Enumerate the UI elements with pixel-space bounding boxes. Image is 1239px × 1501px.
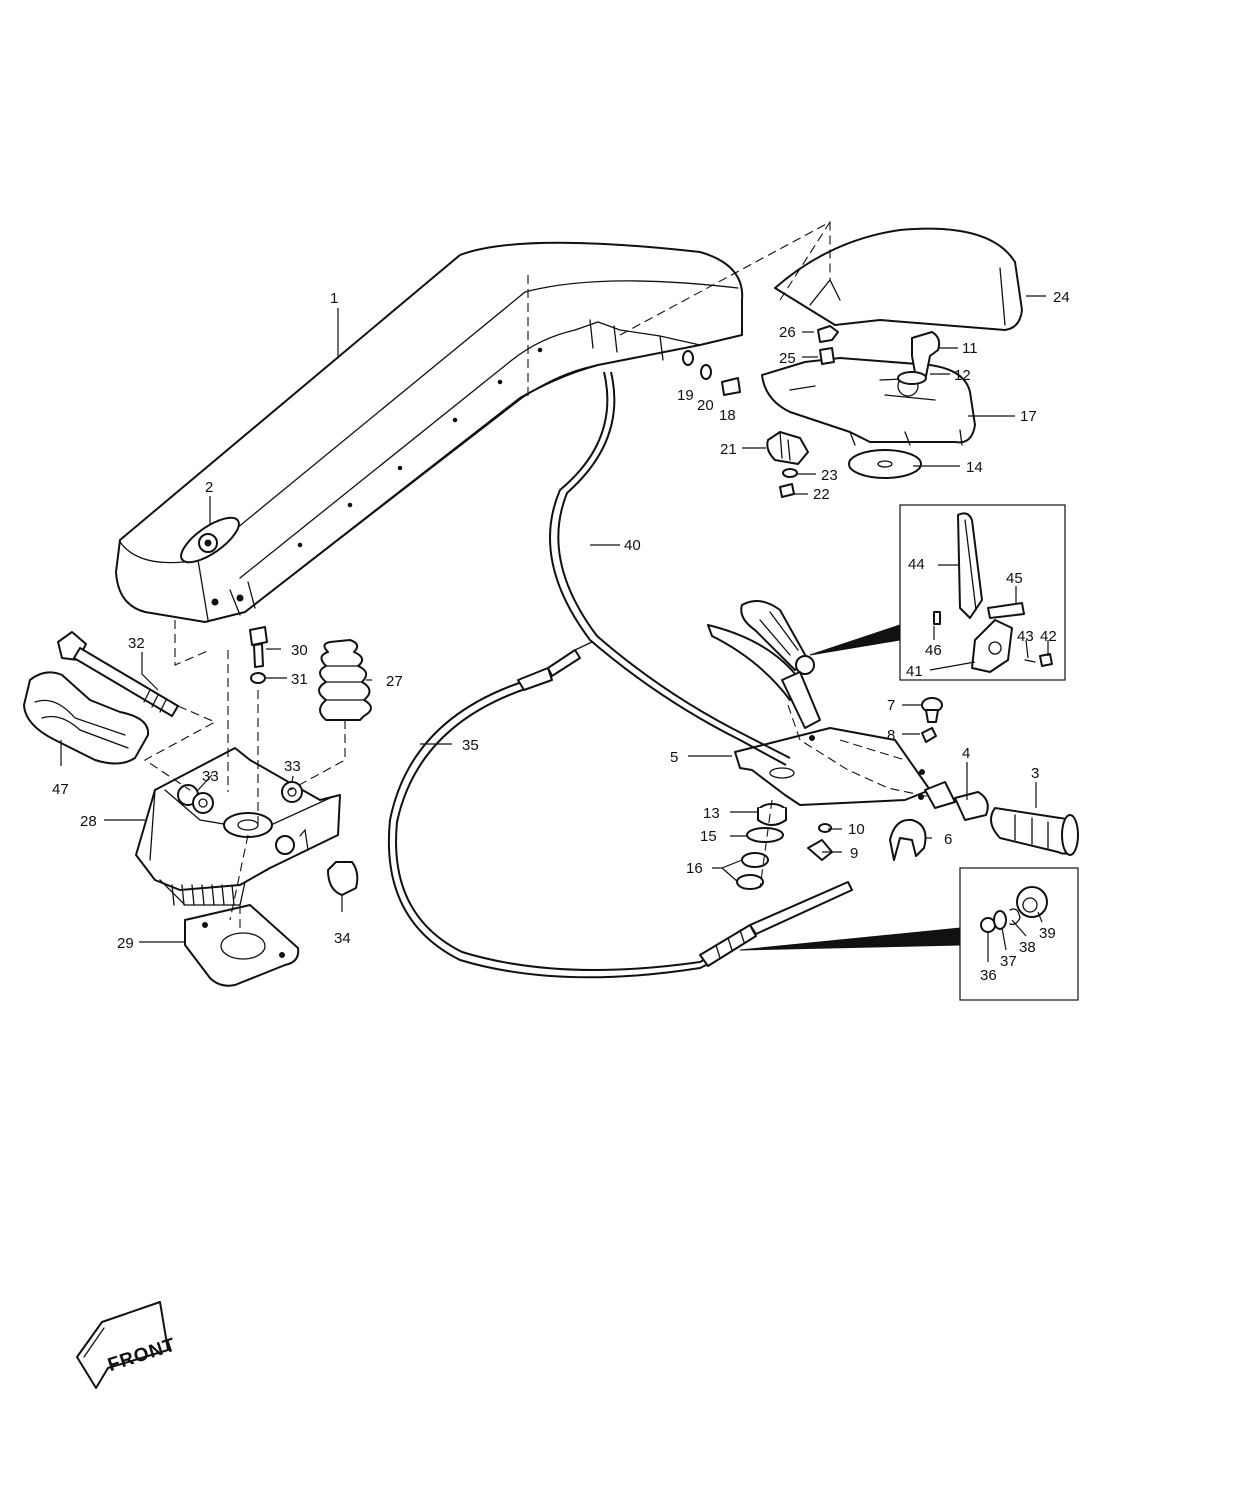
callout-20: 20	[697, 397, 714, 414]
callout-36: 36	[980, 967, 997, 984]
callout-39: 39	[1039, 925, 1056, 942]
callout-15: 15	[700, 828, 717, 845]
callout-33-left: 33	[202, 768, 219, 785]
throttle-cable	[549, 371, 791, 766]
callout-5: 5	[670, 749, 678, 766]
callout-22: 22	[813, 486, 830, 503]
front-arrow: FRONT	[76, 1301, 179, 1389]
callout-35: 35	[462, 737, 479, 754]
stem-bolt	[897, 331, 941, 385]
callout-31: 31	[291, 671, 308, 688]
cable-clamp	[766, 431, 809, 498]
grip-sleeve	[924, 781, 956, 809]
callout-46: 46	[925, 642, 942, 659]
callout-44: 44	[908, 556, 925, 573]
callout-24: 24	[1053, 289, 1070, 306]
callout-42: 42	[1040, 628, 1057, 645]
callout-40: 40	[624, 537, 641, 554]
callout-27: 27	[386, 673, 403, 690]
handle-lever	[707, 600, 821, 729]
callout-7: 7	[887, 697, 895, 714]
base-plate	[184, 904, 300, 987]
callout-4: 4	[962, 745, 970, 762]
rubber-boot	[318, 639, 372, 721]
callout-18: 18	[719, 407, 736, 424]
cap-nut	[327, 861, 359, 896]
callout-11: 11	[962, 340, 978, 357]
callout-21: 21	[720, 441, 737, 458]
callout-33-right: 33	[284, 758, 301, 775]
bolt-30	[249, 626, 268, 668]
lower-mount-plate	[734, 727, 931, 806]
callout-10: 10	[848, 821, 865, 838]
lower-nut-stack	[736, 803, 787, 890]
callout-29: 29	[117, 935, 134, 952]
callout-6: 6	[944, 831, 952, 848]
callout-30: 30	[291, 642, 308, 659]
callout-1: 1	[330, 290, 338, 307]
washer-plate-hole	[877, 460, 893, 468]
callout-43: 43	[1017, 628, 1034, 645]
cable-clip	[889, 818, 927, 861]
callout-37: 37	[1000, 953, 1017, 970]
callout-2: 2	[205, 479, 213, 496]
callout-9: 9	[850, 845, 858, 862]
callout-16: 16	[686, 860, 703, 877]
top-cover	[774, 227, 1023, 331]
screw-7	[921, 697, 943, 723]
control-cable	[387, 641, 853, 979]
callout-34: 34	[334, 930, 351, 947]
callout-26: 26	[779, 324, 796, 341]
callout-38: 38	[1019, 939, 1036, 956]
callout-23: 23	[821, 467, 838, 484]
detail-box-cable-end	[739, 867, 1079, 1001]
small-fasteners	[682, 350, 741, 396]
washer-10	[818, 823, 832, 833]
callout-25: 25	[779, 350, 796, 367]
callout-3: 3	[1031, 765, 1039, 782]
callout-47: 47	[52, 781, 69, 798]
callout-12: 12	[954, 367, 971, 384]
knee-pad	[23, 671, 150, 765]
callout-17: 17	[1020, 408, 1037, 425]
handle-plate	[761, 357, 976, 446]
handle-grip	[990, 807, 1079, 856]
washer-31	[250, 672, 266, 684]
washer-33-hole	[287, 787, 297, 797]
callout-41: 41	[906, 663, 923, 680]
steering-pole	[115, 241, 744, 623]
pole-bolt	[180, 516, 240, 564]
callout-13: 13	[703, 805, 720, 822]
washer-plate	[848, 449, 922, 479]
grip-collar	[954, 791, 989, 821]
callout-32: 32	[128, 635, 145, 652]
small-nut-and-bolt	[817, 325, 839, 365]
callout-28: 28	[80, 813, 97, 830]
callout-19: 19	[677, 387, 694, 404]
callout-45: 45	[1006, 570, 1023, 587]
detail-box-lever	[809, 504, 1066, 681]
clamp-nut-9	[807, 839, 833, 861]
callout-8: 8	[887, 727, 895, 744]
washer-8	[921, 727, 937, 743]
long-bolt	[57, 631, 179, 717]
callout-14: 14	[966, 459, 983, 476]
